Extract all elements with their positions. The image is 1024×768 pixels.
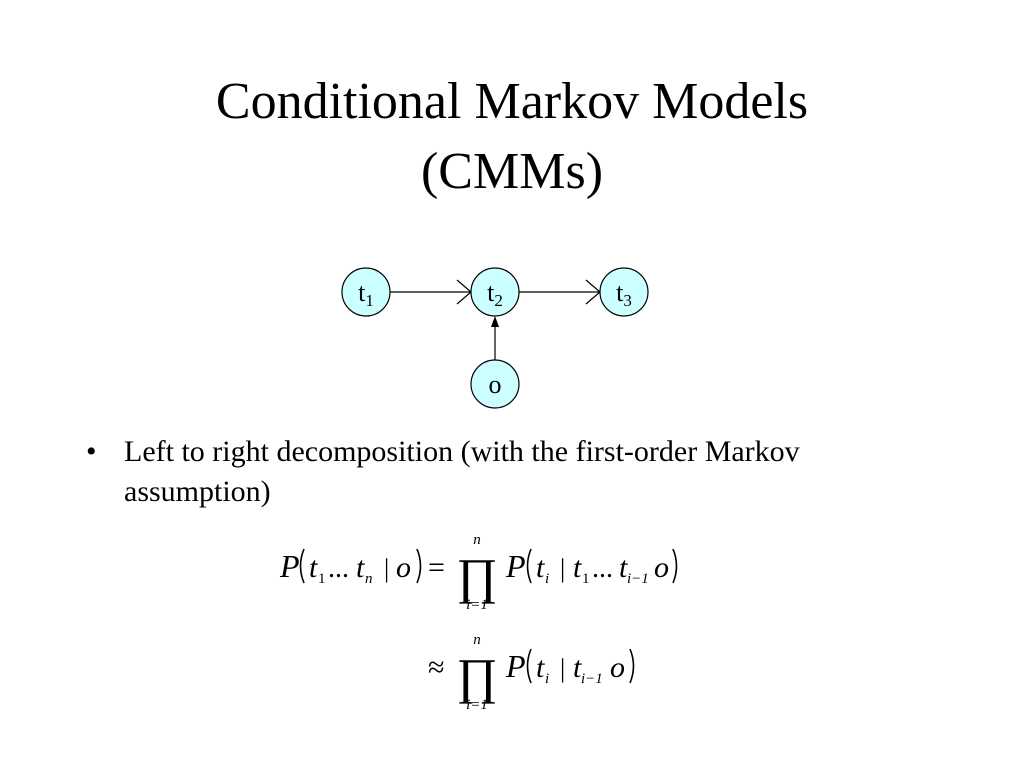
edge-t1-t2	[390, 279, 472, 305]
svg-text:P: P	[279, 548, 300, 584]
svg-text:|: |	[560, 654, 565, 683]
svg-text:o: o	[610, 651, 625, 684]
edge-o-t2	[491, 316, 499, 361]
svg-text:∏: ∏	[456, 648, 497, 704]
svg-text:...: ...	[328, 553, 349, 584]
svg-text:i: i	[545, 571, 549, 587]
node-o: o	[470, 359, 520, 409]
slide-title-line-2: (CMMs)	[420, 143, 604, 200]
bullet-icon: •	[86, 435, 97, 468]
svg-text:n: n	[473, 532, 481, 548]
svg-text:o: o	[654, 551, 669, 584]
svg-text:n: n	[365, 571, 373, 587]
svg-text:i: i	[545, 671, 549, 687]
svg-text:t3: t3	[616, 278, 632, 310]
svg-text:t: t	[573, 651, 582, 684]
svg-text:o: o	[489, 370, 502, 399]
node-t1: t1	[341, 267, 391, 317]
svg-text:∏: ∏	[456, 548, 497, 604]
svg-text:1: 1	[318, 571, 326, 587]
svg-text:t1: t1	[358, 278, 374, 310]
slide-title-line-1: Conditional Markov Models	[215, 73, 809, 130]
svg-text:1: 1	[582, 571, 590, 587]
equation-2: ≈ n ∏ i=1 P t i | t i−1 o	[428, 632, 635, 713]
svg-text:i=1: i=1	[466, 697, 488, 713]
svg-text:t: t	[536, 651, 545, 684]
markov-diagram: t1 t2 t3 o	[341, 267, 649, 409]
edge-t2-t3	[519, 279, 601, 305]
svg-text:=: =	[428, 551, 445, 584]
svg-text:i=1: i=1	[466, 597, 488, 613]
svg-text:P: P	[505, 548, 526, 584]
node-t2: t2	[470, 267, 520, 317]
svg-text:n: n	[473, 632, 481, 648]
svg-text:o: o	[396, 551, 411, 584]
svg-text:...: ...	[592, 553, 613, 584]
bullet-text: Left to right decomposition (with the fi…	[124, 435, 800, 508]
svg-text:t: t	[356, 551, 365, 584]
svg-text:t: t	[309, 551, 318, 584]
svg-text:|: |	[560, 554, 565, 583]
equation-1: P t 1 ... t n | o = n ∏ i=1 P t i | t 1 …	[279, 532, 678, 613]
svg-text:|: |	[384, 554, 389, 583]
svg-text:t: t	[573, 551, 582, 584]
svg-text:i−1: i−1	[581, 671, 603, 687]
svg-text:t2: t2	[487, 278, 503, 310]
svg-text:P: P	[505, 648, 526, 684]
svg-text:≈: ≈	[428, 651, 444, 684]
svg-text:t: t	[619, 551, 628, 584]
node-t3: t3	[599, 267, 649, 317]
svg-text:i−1: i−1	[627, 571, 649, 587]
svg-text:t: t	[536, 551, 545, 584]
